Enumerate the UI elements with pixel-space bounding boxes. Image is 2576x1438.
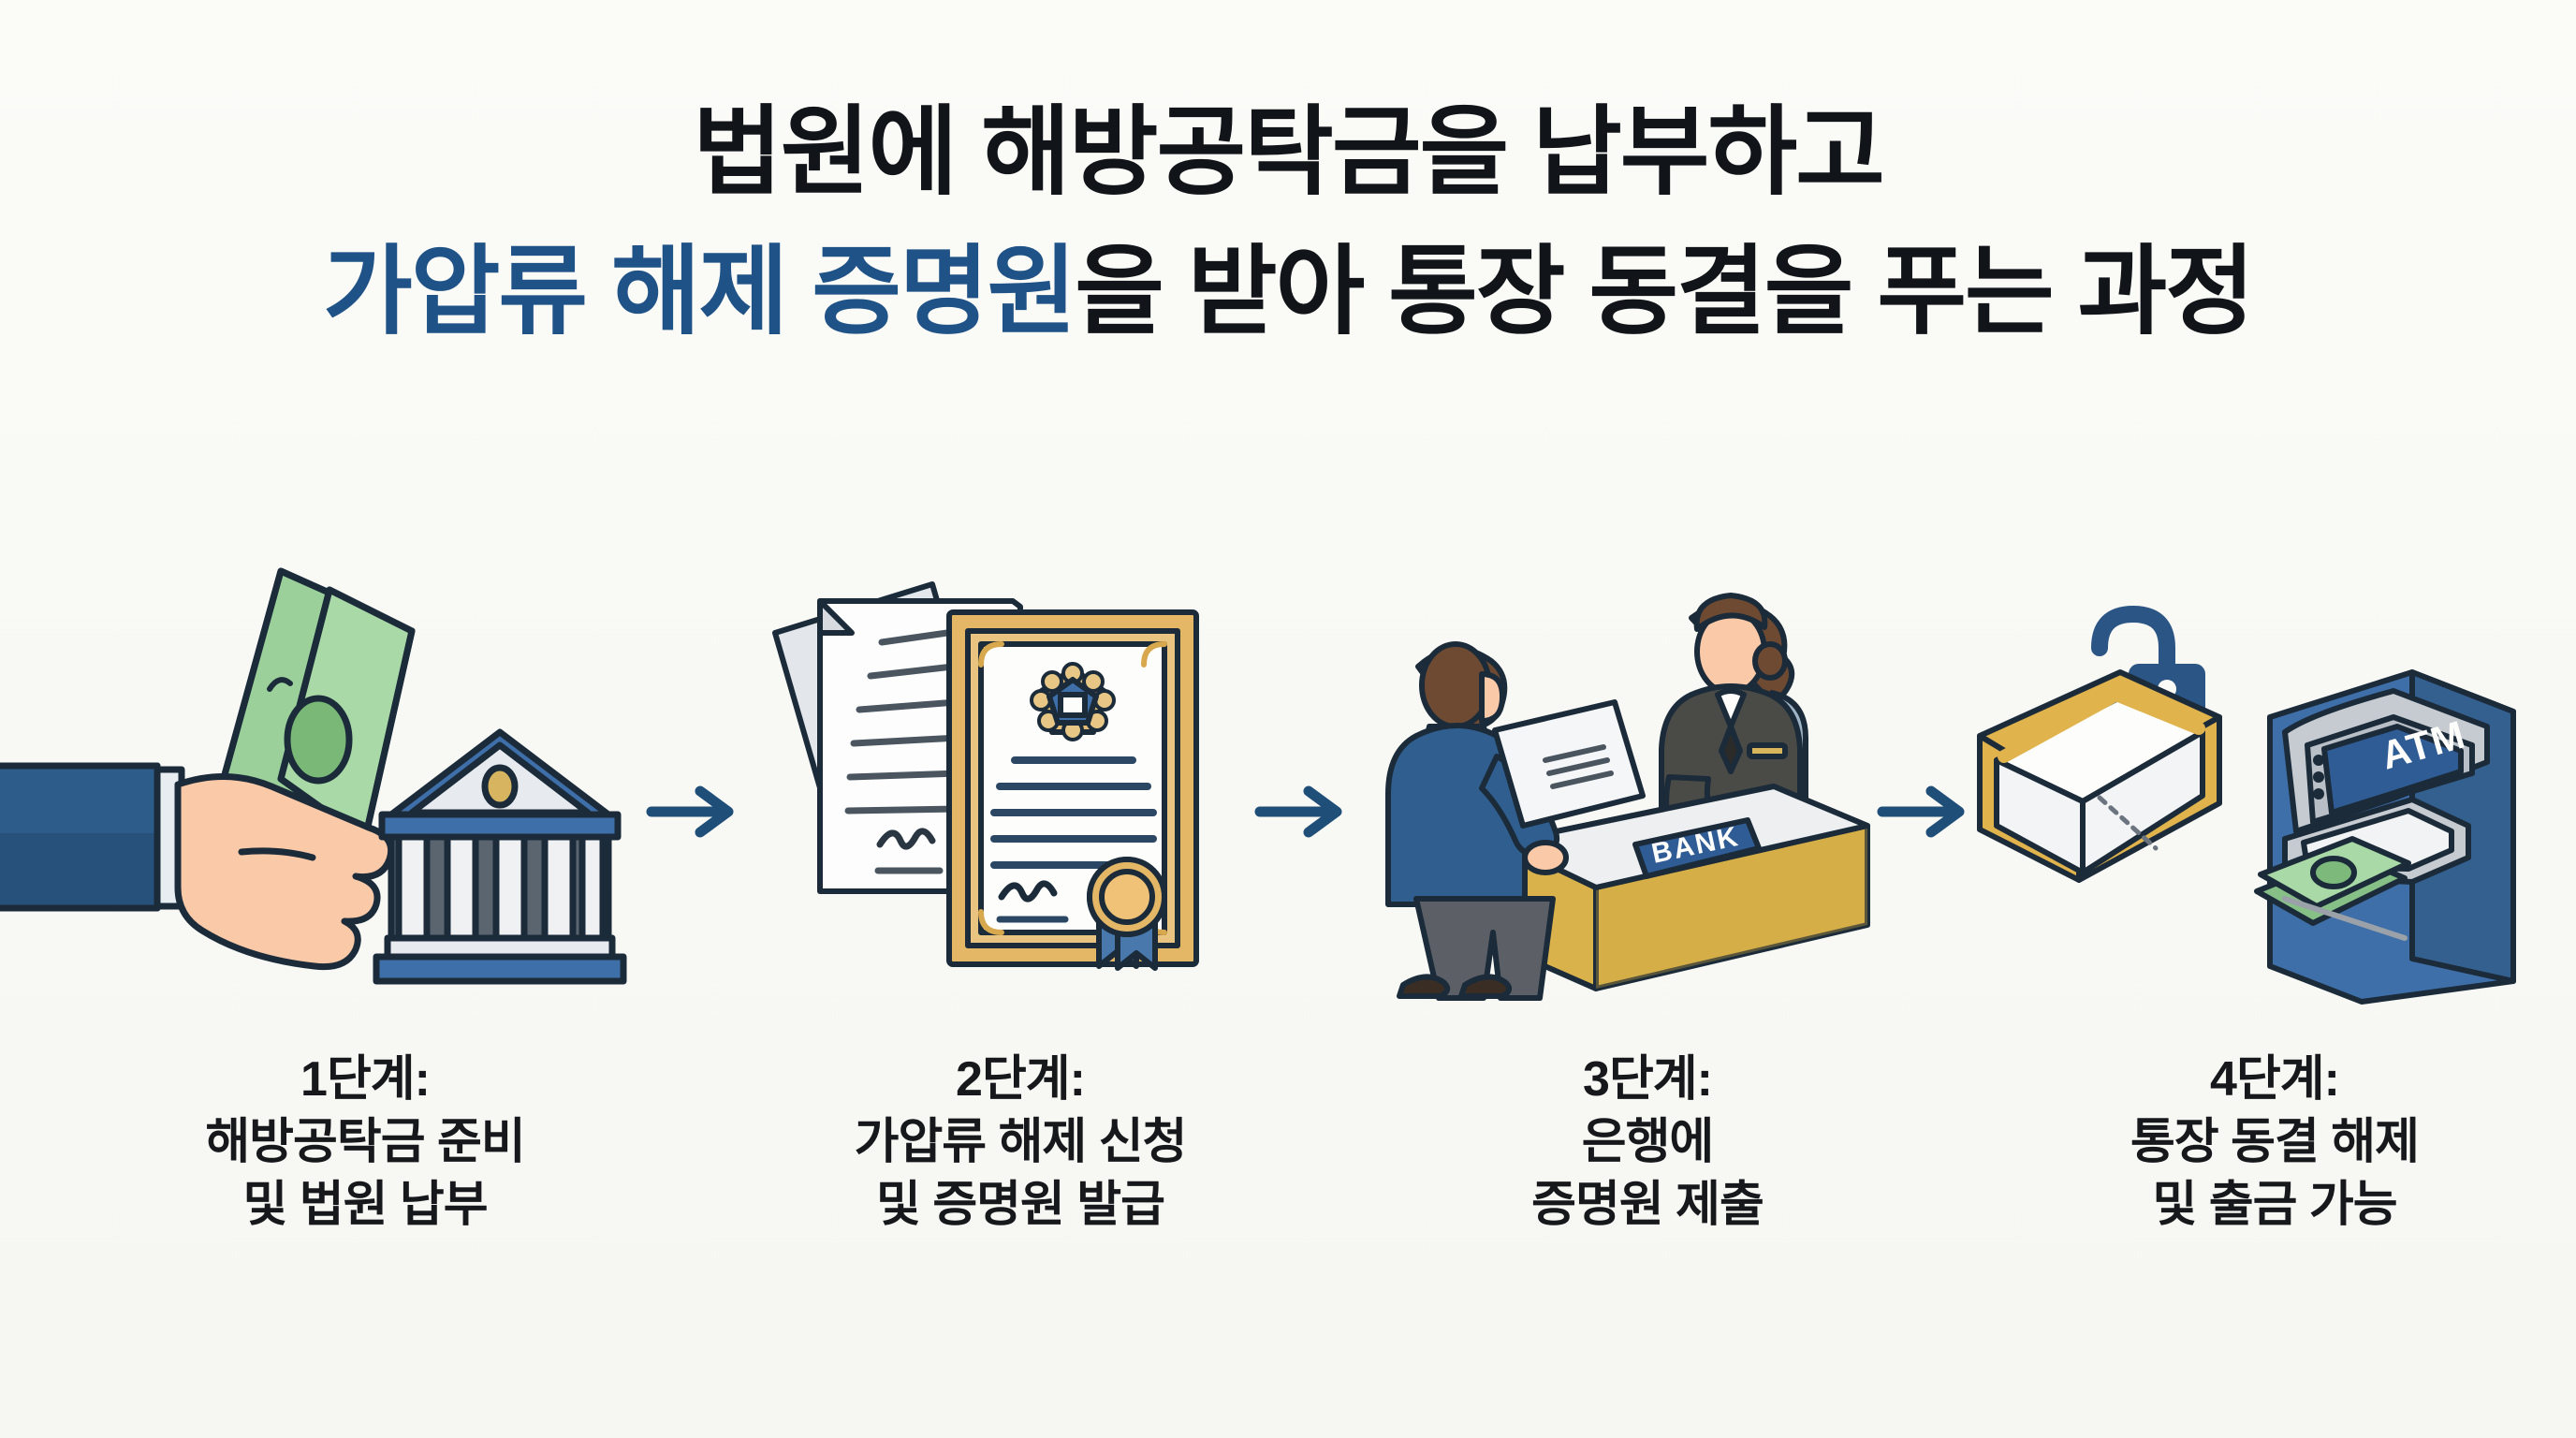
step-4-line-2: 및 출금 가능 bbox=[2152, 1178, 2397, 1233]
step-3-line-1: 은행에 bbox=[1581, 1114, 1715, 1169]
step-1-caption: 1단계: 해방공탁금 준비 및 법원 납부 bbox=[37, 1049, 693, 1238]
step-1-line-2: 및 법원 납부 bbox=[242, 1178, 488, 1233]
step-3-caption: 3단계: 은행에 증명원 제출 bbox=[1348, 1049, 1947, 1238]
step-captions-row: 1단계: 해방공탁금 준비 및 법원 납부 2단계: 가압류 해제 신청 및 증… bbox=[0, 1049, 2576, 1386]
step-4-illustration: ATM bbox=[1977, 562, 2569, 1005]
step-3-line-2: 증명원 제출 bbox=[1531, 1178, 1764, 1233]
flow-arrow-3 bbox=[1877, 779, 1980, 844]
step-2-heading: 2단계: bbox=[956, 1052, 1086, 1107]
atm-machine-icon bbox=[2254, 669, 2516, 1005]
arrow-right-icon bbox=[1254, 785, 1342, 838]
step-2-line-1: 가압류 해제 신청 bbox=[854, 1114, 1188, 1169]
step-3-heading: 3단계: bbox=[1583, 1052, 1713, 1107]
bank-passbook-icon bbox=[1977, 669, 2222, 883]
title-highlight-blue: 가압류 해제 증명원 bbox=[323, 238, 1076, 347]
title-line-2-rest: 을 받아 통장 동결을 푸는 과정 bbox=[1075, 238, 2255, 347]
title-line-2: 가압류 해제 증명원을 받아 통장 동결을 푸는 과정 bbox=[0, 229, 2576, 356]
bank-counter-scene-icon: BANK bbox=[1385, 593, 1870, 1001]
process-flow-row: BANK bbox=[0, 562, 2576, 1086]
flow-arrow-2 bbox=[1254, 779, 1357, 844]
flow-arrow-1 bbox=[646, 779, 749, 844]
step-1-illustration bbox=[0, 562, 655, 1002]
documents-certificate-icon bbox=[772, 581, 1199, 971]
step-2-line-2: 및 증명원 발급 bbox=[876, 1178, 1165, 1233]
arrow-right-icon bbox=[1877, 785, 1965, 838]
step-4-caption: 4단계: 통장 동결 해제 및 출금 가능 bbox=[1966, 1049, 2576, 1238]
hand-money-courthouse-icon bbox=[0, 567, 627, 985]
passbook-unlock-atm-icon: ATM bbox=[1977, 606, 2516, 1005]
arrow-right-icon bbox=[646, 785, 734, 838]
step-4-line-1: 통장 동결 해제 bbox=[2130, 1114, 2420, 1169]
step-3-illustration: BANK bbox=[1362, 562, 1924, 1002]
step-4-heading: 4단계: bbox=[2210, 1052, 2340, 1107]
step-1-line-1: 해방공탁금 준비 bbox=[205, 1114, 525, 1169]
step-2-illustration bbox=[739, 562, 1282, 1002]
title-line-1: 법원에 해방공탁금을 납부하고 bbox=[693, 98, 1885, 207]
page-title: 법원에 해방공탁금을 납부하고 가압류 해제 증명원을 받아 통장 동결을 푸는… bbox=[0, 90, 2576, 356]
step-1-heading: 1단계: bbox=[300, 1052, 431, 1107]
step-2-caption: 2단계: 가압류 해제 신청 및 증명원 발급 bbox=[711, 1049, 1329, 1238]
